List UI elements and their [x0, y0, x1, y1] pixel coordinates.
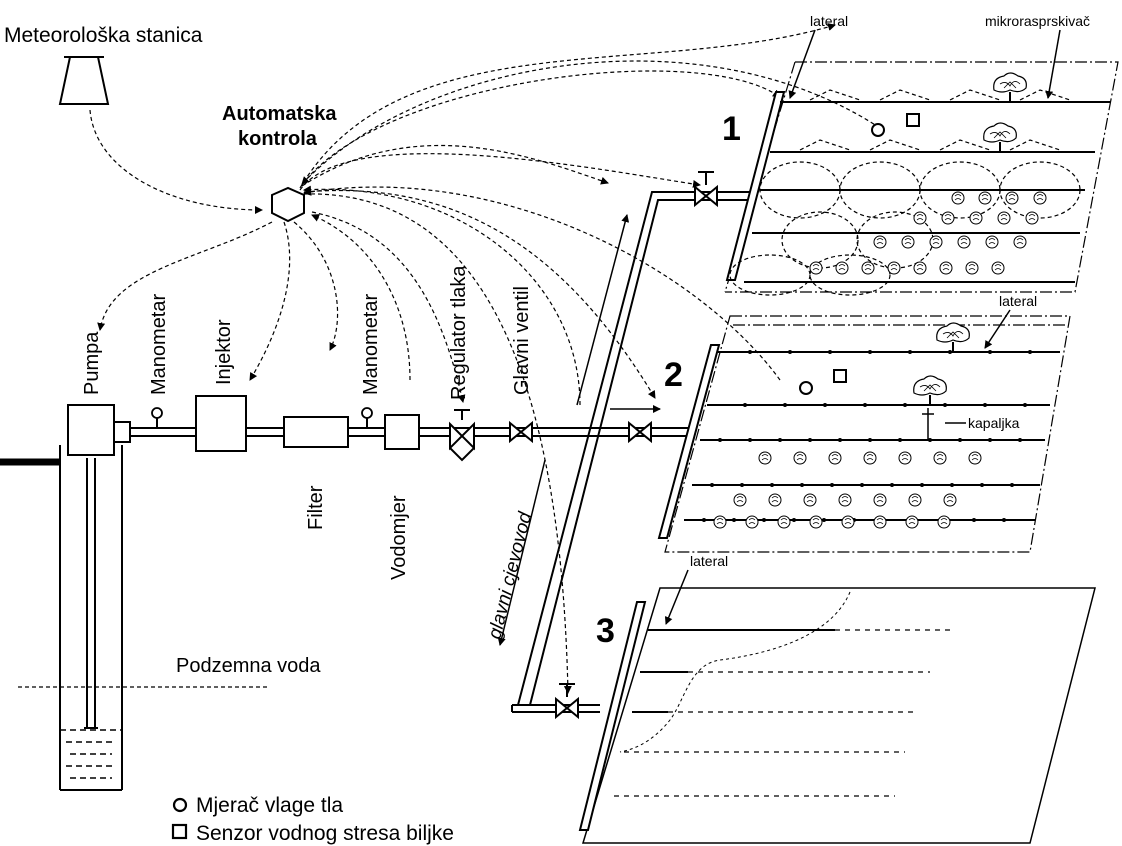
- main-valve-label: Glavni ventil: [511, 286, 533, 395]
- main-valve-icon: [509, 422, 533, 442]
- weather-station-icon: [58, 56, 110, 105]
- weather-station-label: Meteorološka stanica: [4, 24, 203, 47]
- main-pipeline-label: glavni cjevovod: [484, 509, 536, 642]
- zone2-label: 2: [664, 356, 683, 394]
- filter-label: Filter: [305, 485, 327, 530]
- manometer1-icon: [151, 407, 163, 428]
- controller-icon: [271, 186, 305, 223]
- filter-box: [283, 416, 349, 448]
- micro-sprinkler-label: mikrorasprskivač: [985, 13, 1090, 29]
- zone2-soil-moisture-sensor-icon: [799, 381, 813, 395]
- groundwater-label: Podzemna voda: [176, 655, 321, 677]
- zone1-valve-icon: [694, 186, 718, 206]
- zone1-field: [724, 61, 1119, 296]
- dripper-label: kapaljka: [968, 415, 1020, 431]
- water-meter-label: Vodomjer: [388, 495, 410, 580]
- legend-soil-moisture-icon: [172, 797, 188, 813]
- zone1-tree-icon: [992, 72, 1028, 103]
- lateral-mid-label: lateral: [999, 293, 1037, 309]
- auto-control-label-line2: kontrola: [238, 128, 318, 150]
- zone3-label: 3: [596, 612, 615, 650]
- manometer2-icon: [361, 407, 373, 428]
- control-signal-lines: [89, 23, 881, 694]
- injector-label: Injektor: [213, 319, 235, 385]
- zone1-label: 1: [722, 110, 741, 148]
- dripper-pointer: [922, 408, 966, 440]
- injector-box: [195, 395, 247, 452]
- legend: Mjerač vlage tla Senzor vodnog stresa bi…: [171, 794, 454, 845]
- zone2-tree-icon: [935, 322, 971, 353]
- water-meter-box: [384, 414, 420, 450]
- pump-icon: [67, 404, 131, 456]
- zone2-tree-icon: [912, 375, 948, 406]
- legend-soil-moisture-label: Mjerač vlage tla: [196, 794, 343, 817]
- lateral-top-label: lateral: [810, 13, 848, 29]
- manometer1-label: Manometar: [148, 294, 170, 395]
- pump-label: Pumpa: [81, 331, 103, 395]
- pressure-regulator-label: Regulator tlaka: [448, 265, 470, 400]
- legend-plant-stress-label: Senzor vodnog stresa biljke: [196, 822, 454, 845]
- zone2-plant-stress-sensor-icon: [833, 369, 847, 383]
- zone2-lettuce-plants: [713, 451, 982, 529]
- pressure-regulator-icon: [449, 409, 475, 462]
- zone1-soil-moisture-sensor-icon: [871, 123, 885, 137]
- lateral-bottom-label: lateral: [690, 553, 728, 569]
- main-pipeline: [511, 191, 755, 713]
- zone2-valve-icon: [628, 422, 652, 442]
- auto-control-label-line1: Automatska: [222, 103, 337, 125]
- legend-plant-stress-icon: [171, 823, 188, 840]
- zone1-plant-stress-sensor-icon: [906, 113, 920, 127]
- zone3-valve-icon: [555, 698, 579, 718]
- zone1-tree-icon: [982, 122, 1018, 153]
- manometer2-label: Manometar: [360, 294, 382, 395]
- well: [0, 445, 123, 791]
- zone3-field: [578, 587, 1096, 844]
